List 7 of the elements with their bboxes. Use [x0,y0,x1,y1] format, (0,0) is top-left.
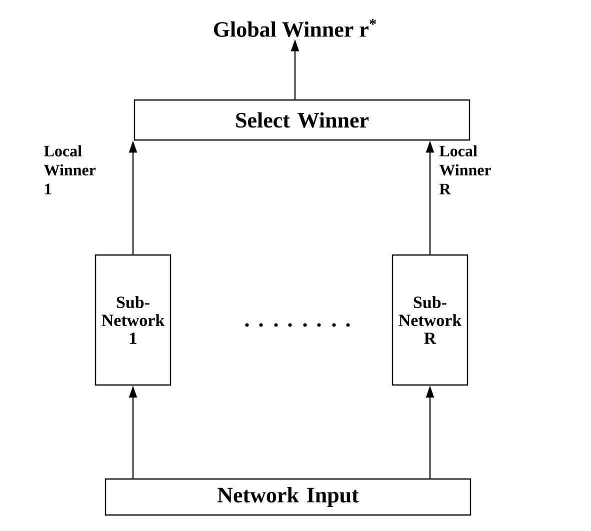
process-box: Sub- Network R [392,254,468,386]
process-box: Network Input [104,478,472,516]
process-box: Select Winner [134,99,470,141]
heading-text: Global Winner r$^{*}$ [214,18,376,37]
process-box: Sub- Network 1 [94,254,172,386]
edge-label: Local Winner 1 [44,145,96,194]
edge-label: Local Winner R [439,145,492,194]
